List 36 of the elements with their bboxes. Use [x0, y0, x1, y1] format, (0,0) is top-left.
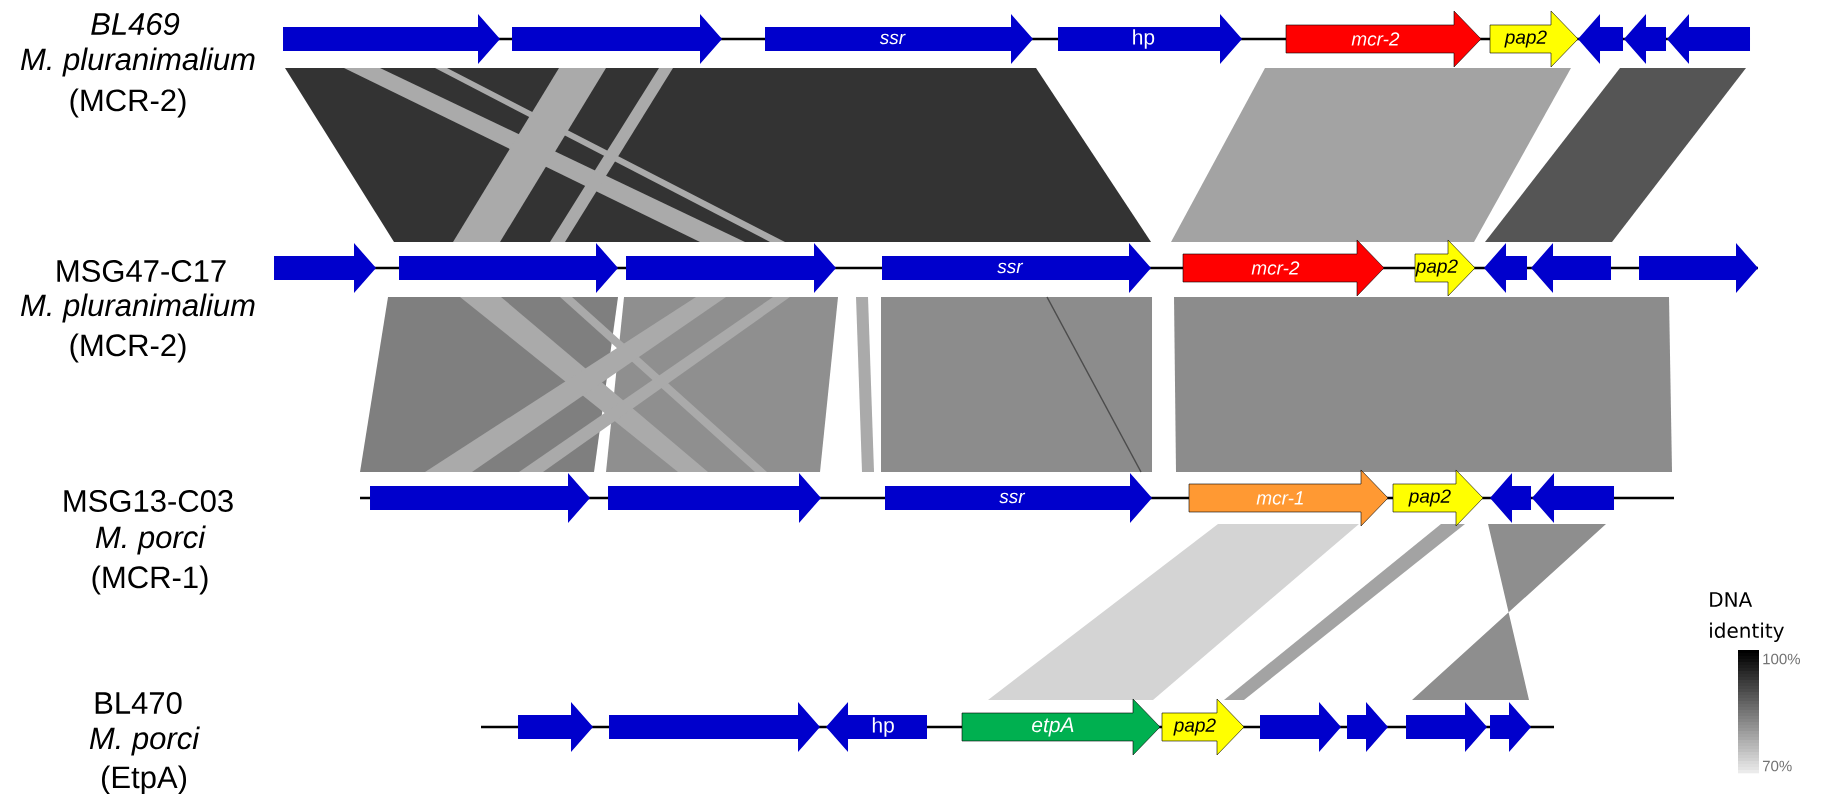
gene-symbol	[274, 243, 376, 293]
genome-label: M. porci	[89, 726, 200, 756]
genome-label: (MCR-2)	[70, 333, 186, 363]
genome-label: BL470	[95, 692, 182, 714]
gene-symbol	[1484, 243, 1527, 293]
gene-symbol	[1490, 702, 1531, 752]
genome-label: M. pluranimalium	[20, 293, 255, 323]
gene-symbol	[626, 243, 836, 293]
scale-value: 100%	[1763, 653, 1801, 665]
gene-symbol	[1260, 702, 1341, 752]
gene-symbol	[283, 14, 500, 64]
gene-symbol	[1347, 702, 1388, 752]
scale-value: 70%	[1763, 760, 1792, 772]
gene-symbol	[1406, 702, 1487, 752]
genome-label: MSG47-C17	[57, 260, 226, 282]
gene-symbol	[518, 702, 593, 752]
genome-label: (EtpA)	[102, 765, 186, 794]
gene-symbol	[512, 14, 722, 64]
gene-symbol	[1531, 243, 1611, 293]
gene-symbol	[1667, 14, 1750, 64]
genome-label: MSG13-C03	[64, 490, 233, 512]
gene-symbol	[370, 473, 590, 523]
genome-label: M. porci	[95, 525, 206, 555]
gene-symbol	[609, 702, 820, 752]
scale-title: DNA identity	[1710, 592, 1784, 642]
gene-symbol	[1639, 243, 1758, 293]
gene-symbol	[1490, 473, 1531, 523]
gene-symbol	[1578, 14, 1623, 64]
gene-symbol	[1532, 473, 1614, 523]
genome-label: (MCR-2)	[70, 88, 186, 118]
genome-label: M. pluranimalium	[20, 47, 255, 77]
gene-symbol	[1624, 14, 1666, 64]
genome-label: BL469	[91, 13, 180, 35]
genome-label: (MCR-1)	[92, 565, 208, 595]
gene-symbol	[399, 243, 618, 293]
gene-symbol	[608, 473, 821, 523]
